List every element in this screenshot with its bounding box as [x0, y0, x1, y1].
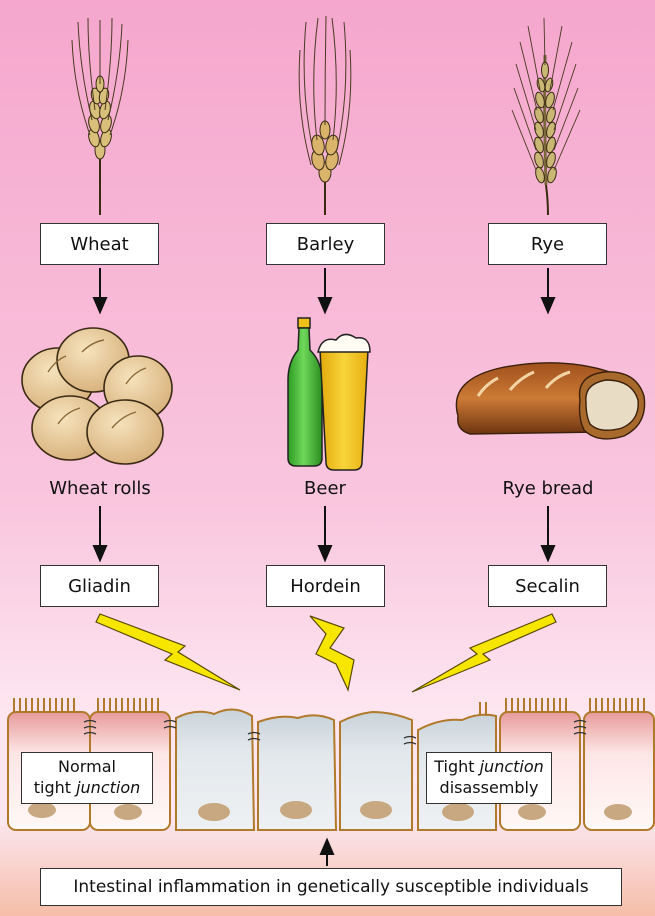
disassembly-label-prefix: Tight	[434, 757, 479, 776]
food-label-wheat-rolls: Wheat rolls	[20, 478, 180, 499]
normal-cell	[584, 712, 654, 830]
outcome-label: Intestinal inflammation in genetically s…	[73, 877, 588, 897]
protein-box-hordein: Hordein	[266, 565, 385, 607]
disassembly-label-line1: Tight junction	[427, 756, 551, 777]
grain-box-barley: Barley	[266, 223, 385, 265]
food-label-rye-bread: Rye bread	[468, 478, 628, 499]
grain-box-wheat: Wheat	[40, 223, 159, 265]
protein-label-secalin: Secalin	[515, 576, 580, 597]
grain-box-rye: Rye	[488, 223, 607, 265]
protein-box-gliadin: Gliadin	[40, 565, 159, 607]
grain-label-wheat: Wheat	[70, 234, 128, 255]
outcome-box: Intestinal inflammation in genetically s…	[40, 868, 622, 906]
protein-label-gliadin: Gliadin	[68, 576, 131, 597]
grain-label-barley: Barley	[297, 234, 355, 255]
tight-junction-disassembly-label: Tight junction disassembly	[426, 752, 552, 804]
grain-label-rye: Rye	[531, 234, 564, 255]
protein-label-hordein: Hordein	[290, 576, 361, 597]
disassembly-label-line2: disassembly	[427, 777, 551, 798]
beer-icon	[288, 318, 370, 470]
normal-label-line2: tight junction	[22, 777, 152, 798]
disassembly-label-em: junction	[480, 757, 544, 776]
normal-tight-junction-label: Normal tight junction	[21, 752, 153, 804]
food-label-beer: Beer	[245, 478, 405, 499]
damaged-cell	[258, 715, 336, 830]
damaged-cell	[340, 712, 412, 830]
normal-label-line1: Normal	[22, 756, 152, 777]
damaged-cell	[176, 709, 254, 830]
rye-bread-icon	[456, 363, 644, 439]
normal-label-em: junction	[76, 778, 140, 797]
protein-box-secalin: Secalin	[488, 565, 607, 607]
normal-label-prefix: tight	[34, 778, 76, 797]
